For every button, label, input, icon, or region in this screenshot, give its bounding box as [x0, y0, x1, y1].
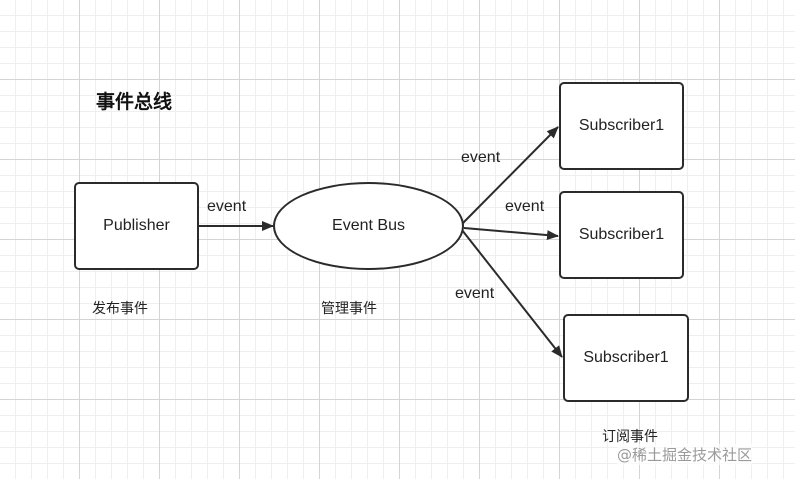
- edge-bus-to-subscriber-middle: [463, 227, 559, 241]
- event-bus-label: Event Bus: [332, 217, 405, 234]
- edge-bus-to-subscriber-bottom: [461, 229, 563, 358]
- diagram-title: 事件总线: [96, 91, 173, 113]
- subscriber-label: Subscriber1: [578, 226, 665, 243]
- event-bus-node[interactable]: Event Bus: [273, 182, 464, 270]
- event-bus-caption: 管理事件: [321, 301, 377, 317]
- edge-bus-to-subscriber-top: [461, 126, 559, 225]
- subscriber-node-top[interactable]: Subscriber1: [559, 82, 684, 170]
- edge-label-bus-subscriber-middle: event: [505, 198, 545, 215]
- edge-label-bus-subscriber-bottom: event: [455, 285, 495, 302]
- watermark: @稀土掘金技术社区: [617, 444, 753, 465]
- subscriber-label: Subscriber1: [583, 349, 669, 366]
- publisher-label: Publisher: [103, 217, 170, 234]
- subscriber-label: Subscriber1: [578, 117, 665, 134]
- publisher-caption: 发布事件: [92, 301, 148, 317]
- subscriber-node-bottom[interactable]: Subscriber1: [563, 314, 689, 402]
- subscriber-caption: 订阅事件: [602, 429, 658, 445]
- subscriber-node-middle[interactable]: Subscriber1: [559, 191, 684, 279]
- publisher-node[interactable]: Publisher: [74, 182, 199, 270]
- edge-label-bus-subscriber-top: event: [461, 149, 501, 166]
- edge-label-publisher-bus: event: [207, 198, 247, 215]
